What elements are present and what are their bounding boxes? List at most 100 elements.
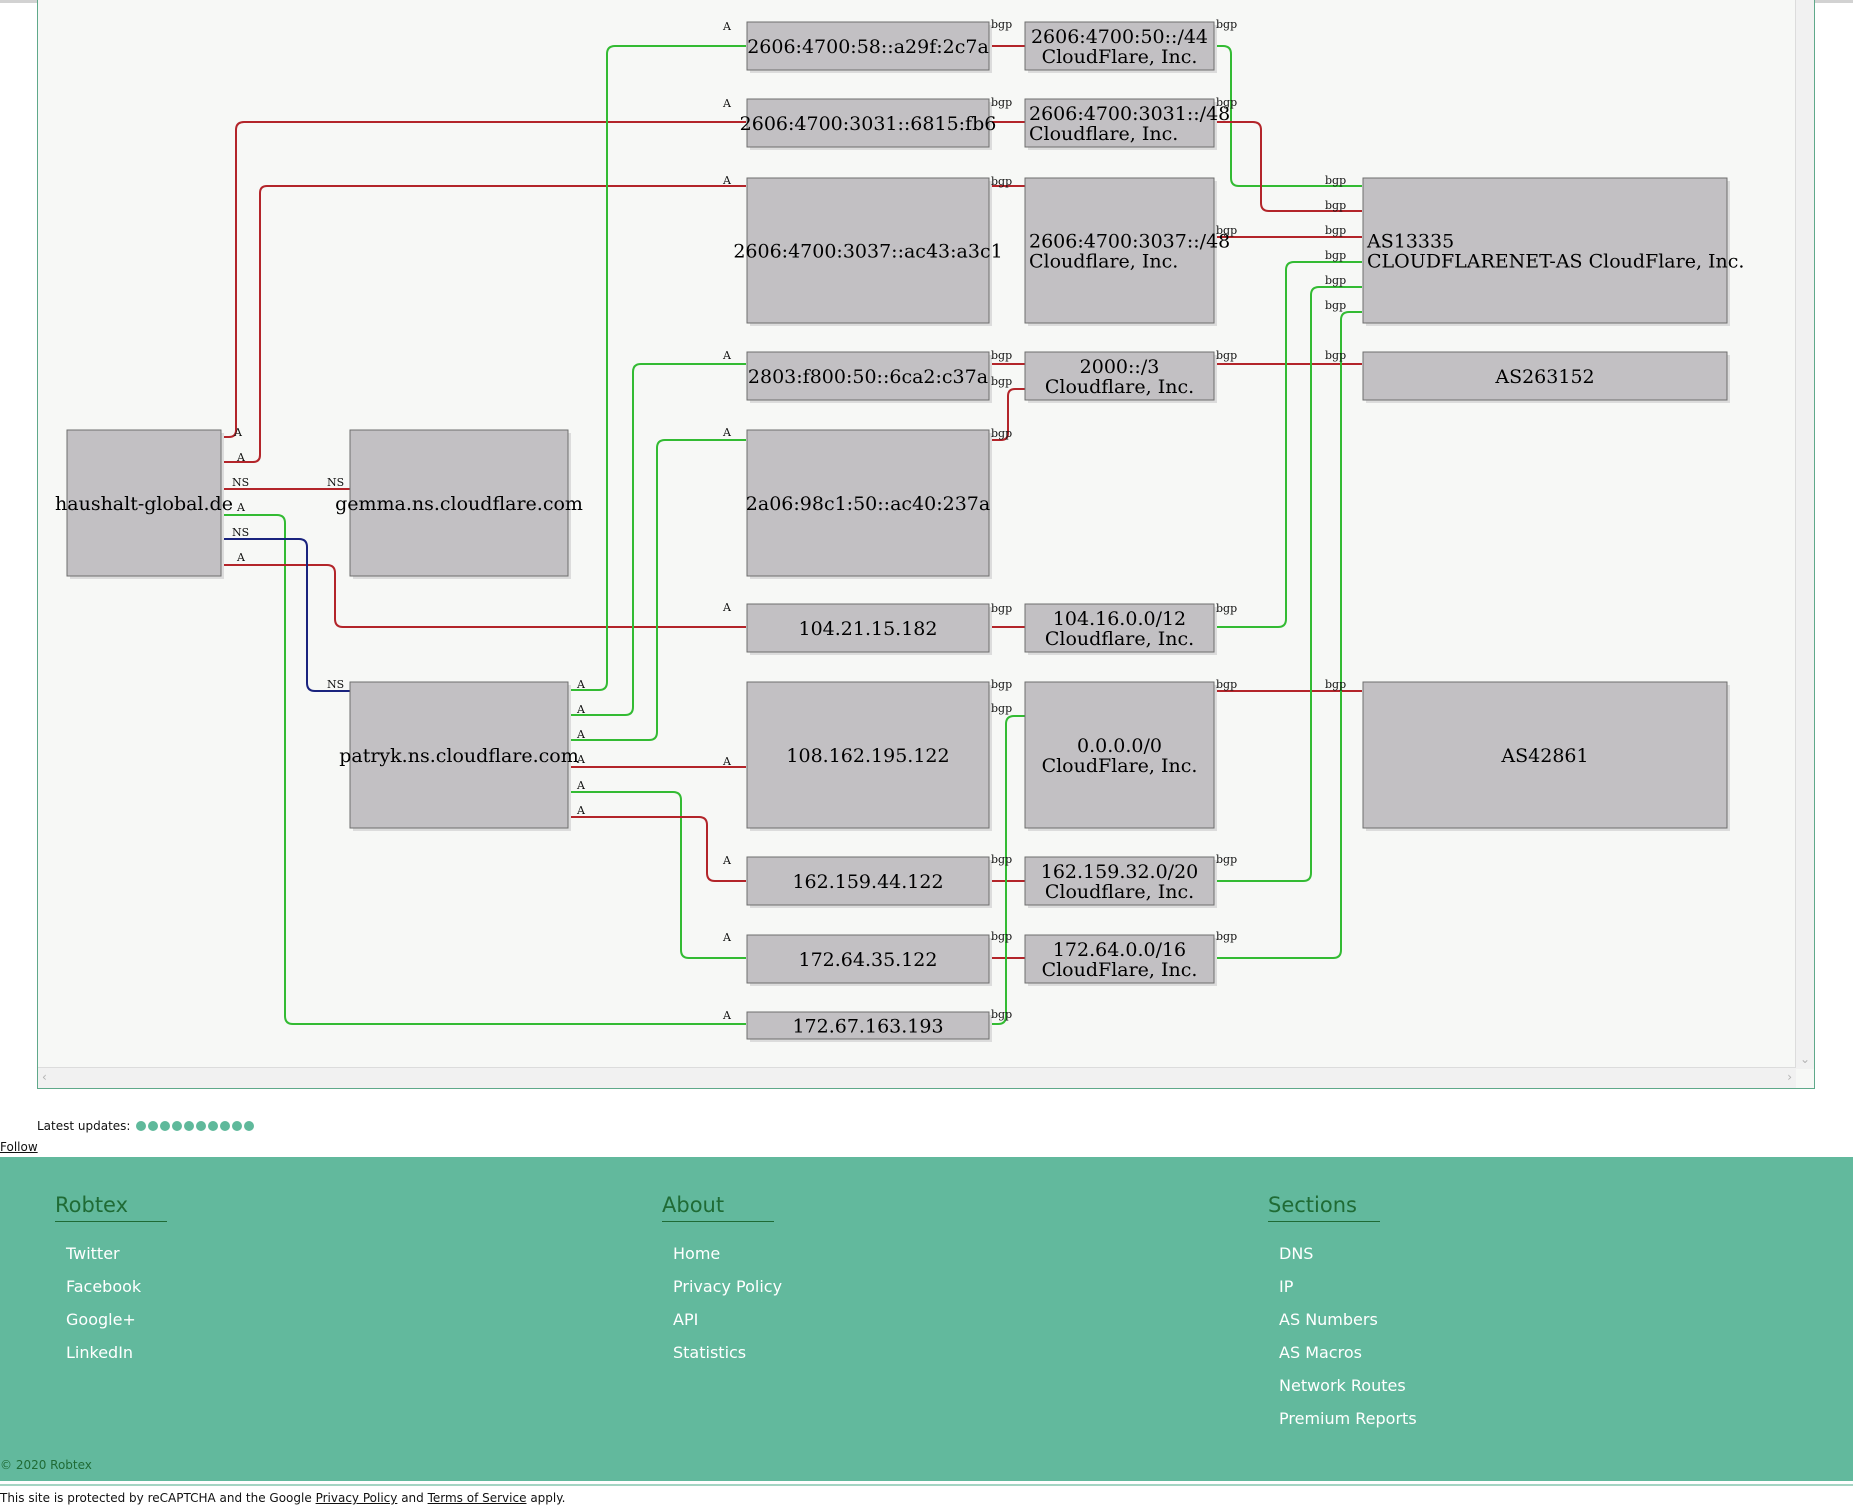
update-dot[interactable] [184,1121,195,1131]
node-haushalt-global-de[interactable]: haushalt-global.de [55,429,233,579]
node-ip-104-21-15-182[interactable]: 104.21.15.182 [746,603,992,655]
footer-link-api[interactable]: API [673,1310,699,1329]
label-ns: NS [327,476,344,489]
node-box [1362,681,1728,829]
edge-ip5-rt4 [989,388,1025,441]
update-dot[interactable] [172,1121,183,1131]
node-box [1024,351,1215,401]
node-ip-2606-4700-3037[interactable]: 2606:4700:3037::ac43:a3c1 [733,177,1003,326]
label-a: A [576,779,586,792]
latest-updates-label: Latest updates: [37,1119,131,1133]
footer-link-premium-reports[interactable]: Premium Reports [1279,1409,1417,1428]
node-label: patryk.ns.cloudflare.com [339,745,579,767]
node-as263152[interactable]: AS263152 [1362,351,1730,403]
label-a: A [722,755,732,768]
recaptcha-terms-link[interactable]: Terms of Service [427,1491,527,1505]
footer-link-ip[interactable]: IP [1279,1277,1294,1296]
node-ip-2a06-98c1[interactable]: 2a06:98c1:50::ac40:237a [746,429,992,579]
label-bgp: bgp [991,175,1012,188]
label-a: A [576,753,586,766]
follow-link[interactable]: Follow [0,1140,38,1154]
footer-link-dns[interactable]: DNS [1279,1244,1314,1263]
label-bgp: bgp [991,96,1012,109]
footer-link-facebook[interactable]: Facebook [66,1277,142,1296]
recaptcha-prefix: This site is protected by reCAPTCHA and … [0,1491,312,1505]
node-box [1024,603,1215,653]
update-dot[interactable] [148,1121,159,1131]
node-label: 2606:4700:3031::/48 [1029,103,1230,125]
node-label: Cloudflare, Inc. [1029,123,1178,145]
scroll-down-icon[interactable]: ⌄ [1800,1052,1811,1066]
node-ip-162-159-44-122[interactable]: 162.159.44.122 [746,856,992,908]
edge-rt7-as1 [1214,286,1362,882]
node-patryk-ns[interactable]: patryk.ns.cloudflare.com [339,681,579,831]
node-box [746,681,990,829]
node-label: gemma.ns.cloudflare.com [335,493,583,515]
vertical-scrollbar[interactable]: ⌄ [1795,0,1814,1069]
footer-link-as-macros[interactable]: AS Macros [1279,1343,1362,1362]
graph-viewer[interactable]: haushalt-global.de gemma.ns.cloudflare.co… [37,0,1815,1089]
dns-graph[interactable]: haushalt-global.de gemma.ns.cloudflare.co… [38,0,1796,1069]
label-bgp: bgp [991,375,1012,388]
label-a: A [722,854,732,867]
node-ip-172-67-163-193[interactable]: 172.67.163.193 [746,1011,992,1042]
footer-heading-about: About [662,1193,774,1222]
label-bgp: bgp [1216,96,1237,109]
footer-links-about: Home Privacy Policy API Statistics [673,1244,782,1376]
update-dot[interactable] [160,1121,171,1131]
node-label: AS13335 [1366,231,1454,253]
footer-link-privacy-policy[interactable]: Privacy Policy [673,1277,783,1296]
node-ip-2606-4700-3031[interactable]: 2606:4700:3031::6815:fb6 [740,98,997,150]
update-dot[interactable] [136,1121,147,1131]
horizontal-scrollbar[interactable]: ‹ › [38,1067,1796,1088]
recaptcha-and: and [401,1491,424,1505]
node-ip-172-64-35-122[interactable]: 172.64.35.122 [746,934,992,986]
label-a: A [722,20,732,33]
label-a: A [722,601,732,614]
update-dot[interactable] [232,1121,243,1131]
footer-link-twitter[interactable]: Twitter [66,1244,120,1263]
node-box [746,603,990,653]
update-dot[interactable] [244,1121,255,1131]
recaptcha-privacy-link[interactable]: Privacy Policy [315,1491,398,1505]
update-dot[interactable] [220,1121,231,1131]
update-dot[interactable] [196,1121,207,1131]
footer-link-network-routes[interactable]: Network Routes [1279,1376,1406,1395]
edge-ns2-ip8 [568,816,746,882]
scroll-left-icon[interactable]: ‹ [42,1070,47,1084]
node-label: haushalt-global.de [55,493,233,515]
footer-link-as-numbers[interactable]: AS Numbers [1279,1310,1378,1329]
label-a: A [722,1009,732,1022]
footer: Robtex Twitter Facebook Google+ LinkedIn… [0,1157,1853,1481]
node-ip-108-162-195-122[interactable]: 108.162.195.122 [746,681,992,831]
footer-links-robtex: Twitter Facebook Google+ LinkedIn [66,1244,167,1376]
footer-link-home[interactable]: Home [673,1244,721,1263]
edge-ip10-rt6 [989,715,1025,1025]
update-dots[interactable] [136,1121,255,1131]
node-label: Cloudflare, Inc. [1029,251,1178,273]
footer-link-statistics[interactable]: Statistics [673,1343,747,1362]
node-ip-2606-4700-58[interactable]: 2606:4700:58::a29f:2c7a [746,21,992,73]
node-as42861[interactable]: AS42861 [1362,681,1730,831]
scroll-right-icon[interactable]: › [1787,1070,1792,1084]
footer-heading-robtex: Robtex [55,1193,167,1222]
label-bgp: bgp [1325,224,1346,237]
footer-link-linkedin[interactable]: LinkedIn [66,1343,134,1362]
node-ip-2803-f800[interactable]: 2803:f800:50::6ca2:c37a [746,351,992,403]
latest-updates: Latest updates: [37,1119,255,1133]
edge-domain-ip10 [221,514,746,1025]
footer-link-googleplus[interactable]: Google+ [66,1310,136,1329]
node-label: 172.64.0.0/16 [1053,939,1186,961]
update-dot[interactable] [208,1121,219,1131]
node-gemma-ns[interactable]: gemma.ns.cloudflare.com [335,429,583,579]
label-bgp: bgp [991,602,1012,615]
